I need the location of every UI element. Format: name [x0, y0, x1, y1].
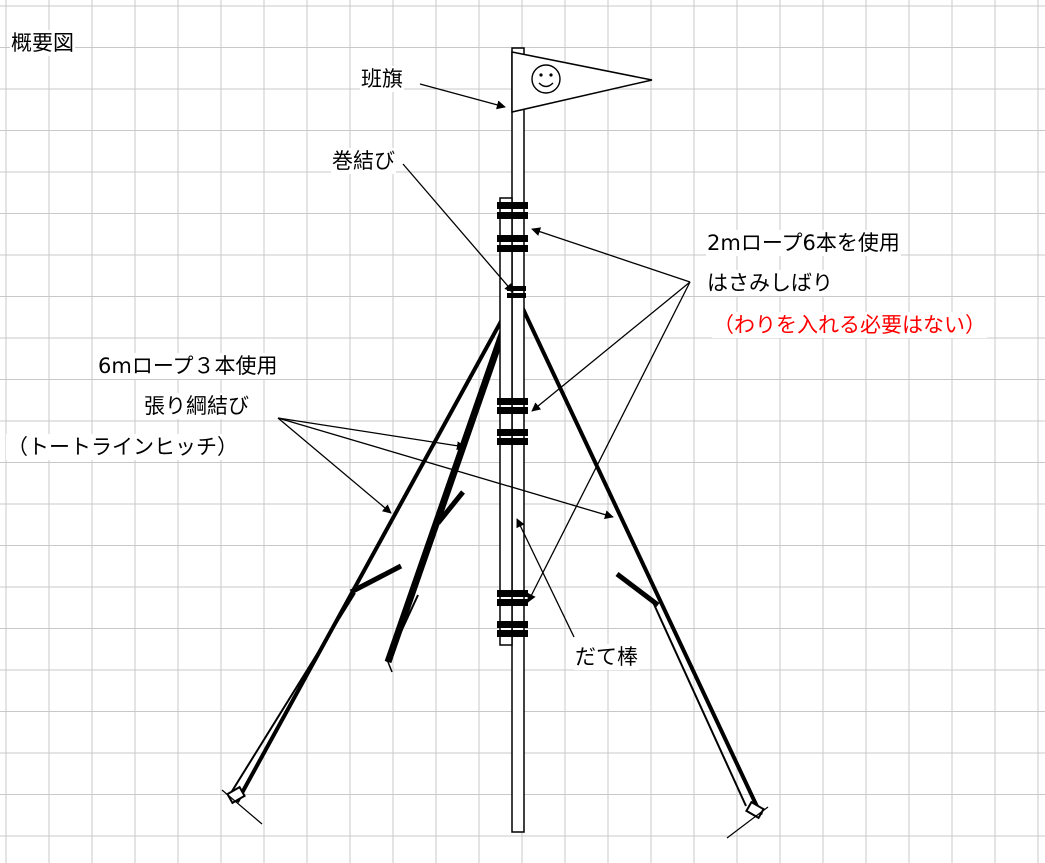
label-spar: だて棒 [574, 644, 639, 670]
lashing-top [497, 202, 528, 252]
label-rope-6m: 6mロープ３本使用 [97, 353, 279, 379]
label-taut-line-hitch-reading: （トートラインヒッチ） [6, 434, 239, 460]
label-sandwich-lashing: はさみしばり [706, 270, 834, 296]
label-clove-hitch: 巻結び [331, 148, 396, 174]
label-flag: 班旗 [360, 66, 404, 92]
right-leg [514, 293, 769, 839]
flag [511, 51, 653, 113]
pointer-arrows [277, 83, 691, 638]
clove-hitch-knot [507, 286, 526, 298]
back-leg [384, 292, 520, 673]
label-rope-2m: 2mロープ6本を使用 [706, 230, 901, 256]
lashing-bottom [497, 590, 528, 637]
lashing-middle [497, 398, 528, 445]
left-leg [221, 293, 518, 825]
diagram-title: 概要図 [10, 30, 75, 56]
smiley-face-icon [531, 64, 561, 94]
spar-bar [499, 197, 513, 646]
label-taut-line-hitch: 張り綱結び [143, 393, 250, 419]
label-no-frapping: （わりを入れる必要はない） [712, 312, 987, 338]
